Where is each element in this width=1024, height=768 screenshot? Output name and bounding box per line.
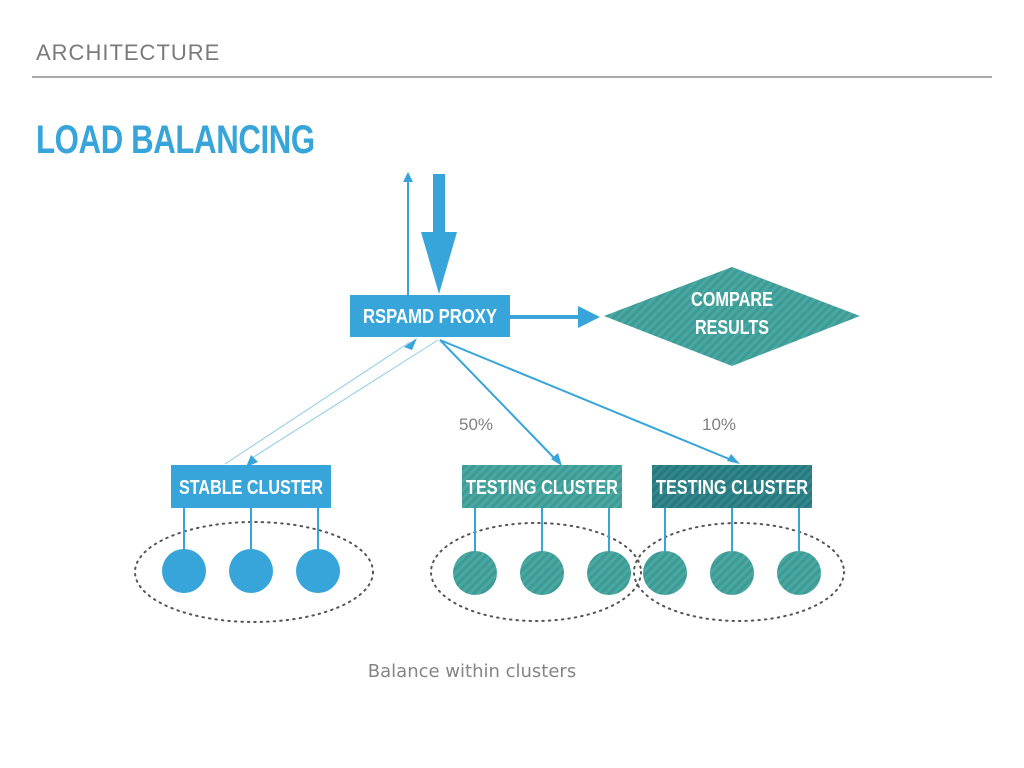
response-arrow [403, 172, 413, 296]
testing-node [643, 551, 687, 595]
testing-node [710, 551, 754, 595]
stable-cluster: STABLE CLUSTER [134, 465, 374, 623]
proxy-label: RSPAMD PROXY [363, 306, 498, 328]
stable-cluster-box [171, 465, 331, 508]
traffic-label-10: 10% [702, 415, 736, 434]
incoming-arrow [421, 174, 457, 294]
testing-node [520, 551, 564, 595]
stable-cluster-boundary [134, 521, 374, 623]
testing-cluster-2-boundary [633, 522, 845, 622]
stable-node [162, 549, 206, 593]
header-divider [32, 76, 992, 78]
rspamd-proxy-node: RSPAMD PROXY [350, 295, 510, 337]
compare-label-line2: RESULTS [695, 317, 769, 339]
testing-cluster-1-boundary [430, 522, 642, 622]
testing-cluster-1-box [462, 465, 622, 508]
stable-node [229, 549, 273, 593]
compare-arrow [510, 306, 600, 328]
compare-label-line1: COMPARE [691, 289, 773, 311]
stable-cluster-label: STABLE CLUSTER [179, 477, 323, 499]
section-label: ARCHITECTURE [36, 40, 221, 65]
testing-cluster-2: TESTING CLUSTER [633, 465, 845, 622]
testing-node [453, 551, 497, 595]
testing-cluster-2-link [439, 339, 740, 464]
testing-cluster-2-box [652, 465, 812, 508]
stable-node [296, 549, 340, 593]
caption: Balance within clusters [367, 661, 577, 682]
traffic-label-50: 50% [459, 415, 493, 434]
stable-cluster-links [224, 338, 439, 467]
compare-results-node: COMPARE RESULTS [604, 267, 860, 366]
testing-cluster-1-label: TESTING CLUSTER [466, 477, 618, 499]
testing-cluster-1: TESTING CLUSTER [430, 465, 642, 622]
testing-cluster-2-label: TESTING CLUSTER [656, 477, 808, 499]
testing-cluster-1-link [439, 339, 562, 466]
testing-node [587, 551, 631, 595]
slide-title: LOAD BALANCING [36, 118, 315, 162]
testing-node [777, 551, 821, 595]
